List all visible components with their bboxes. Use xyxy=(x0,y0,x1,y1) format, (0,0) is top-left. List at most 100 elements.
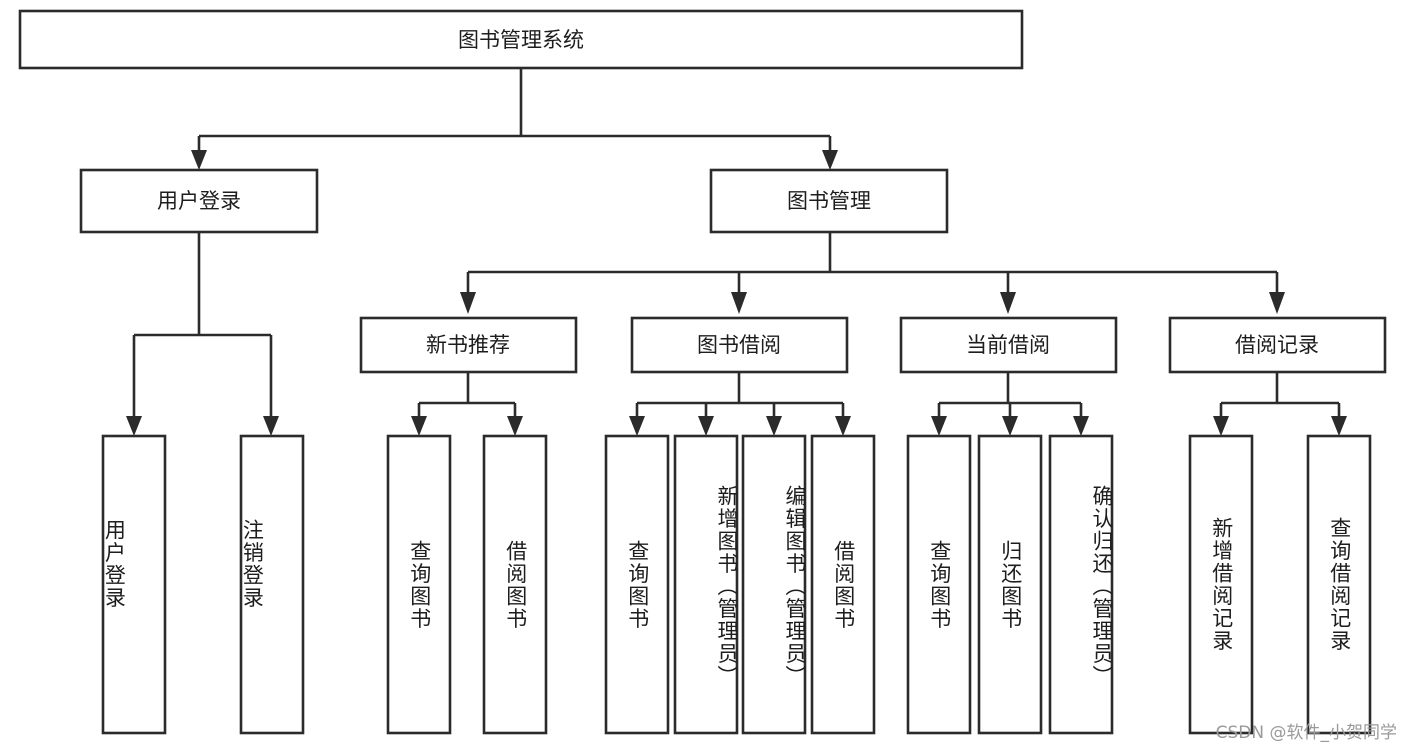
leaf-new-book-1-textwrap: 查询图书 xyxy=(407,539,432,630)
leaf-current-borrow-1-textwrap: 查询图书 xyxy=(927,539,952,630)
leaf-book-borrow-4[interactable]: 借阅图书 xyxy=(810,434,876,735)
leaf-book-borrow-4-label: 借阅图书 xyxy=(831,539,856,630)
leaf-current-borrow-3[interactable]: 确认归还（管理员） xyxy=(1048,434,1114,735)
connector-group-book-borrow xyxy=(629,372,851,436)
leaf-current-borrow-3-box[interactable] xyxy=(1048,434,1114,735)
leaf-book-borrow-1-label: 查询图书 xyxy=(625,539,650,630)
leaf-book-borrow-3[interactable]: 编辑图书（管理员） xyxy=(741,434,807,735)
leaf-new-book-2-box[interactable] xyxy=(482,434,548,735)
leaf-borrow-records-1-box[interactable] xyxy=(1188,434,1254,735)
leaf-borrow-records-2-box[interactable] xyxy=(1306,434,1372,735)
node-new-book-recommend-box[interactable] xyxy=(359,316,578,374)
leaf-current-borrow-3-textwrap: 确认归还（管理员） xyxy=(1090,485,1112,688)
node-borrow-records[interactable]: 借阅记录 xyxy=(1168,316,1387,374)
arrowhead-icon xyxy=(766,416,782,436)
node-book-borrow[interactable]: 图书借阅 xyxy=(630,316,849,374)
arrowhead-icon xyxy=(698,416,714,436)
leaf-book-borrow-4-box[interactable] xyxy=(810,434,876,735)
node-current-borrow-box[interactable] xyxy=(899,316,1118,374)
leaf-user-login-1-box[interactable] xyxy=(101,434,167,735)
leaf-user-login-1-textwrap: 用户登录 xyxy=(103,518,127,609)
leaf-borrow-records-2[interactable]: 查询借阅记录 xyxy=(1306,434,1372,735)
node-new-book-recommend-label: 新书推荐 xyxy=(426,333,510,357)
connector-group-root xyxy=(191,68,838,170)
node-root[interactable]: 图书管理系统 xyxy=(18,9,1024,70)
node-borrow-records-label: 借阅记录 xyxy=(1235,333,1319,357)
leaf-user-login-2-label: 注销登录 xyxy=(241,518,265,609)
node-new-book-recommend[interactable]: 新书推荐 xyxy=(359,316,578,374)
leaf-borrow-records-1-label: 新增借阅记录 xyxy=(1209,517,1234,652)
leaf-new-book-2[interactable]: 借阅图书 xyxy=(482,434,548,735)
node-book-borrow-box[interactable] xyxy=(630,316,849,374)
leaf-new-book-1-box[interactable] xyxy=(386,434,452,735)
leaf-book-borrow-3-textwrap: 编辑图书（管理员） xyxy=(783,485,805,688)
leaf-new-book-1[interactable]: 查询图书 xyxy=(386,434,452,735)
leaf-book-borrow-1-textwrap: 查询图书 xyxy=(625,539,650,630)
node-user-login-label: 用户登录 xyxy=(157,189,241,213)
leaf-user-login-1[interactable]: 用户登录 xyxy=(101,434,167,735)
arrowhead-icon xyxy=(411,416,427,436)
arrowhead-icon xyxy=(1331,416,1347,436)
leaf-user-login-2-box[interactable] xyxy=(239,434,305,735)
arrowhead-icon xyxy=(1000,292,1016,314)
leaf-book-borrow-3-label: 编辑图书（管理员） xyxy=(783,485,805,688)
leaf-borrow-records-1-textwrap: 新增借阅记录 xyxy=(1209,517,1234,652)
leaf-borrow-records-2-textwrap: 查询借阅记录 xyxy=(1327,517,1352,652)
leaf-book-borrow-2-box[interactable] xyxy=(673,434,739,735)
arrowhead-icon xyxy=(507,416,523,436)
arrowhead-icon xyxy=(126,416,142,436)
leaf-user-login-1-label: 用户登录 xyxy=(103,518,127,609)
node-current-borrow-label: 当前借阅 xyxy=(966,333,1050,357)
node-current-borrow[interactable]: 当前借阅 xyxy=(899,316,1118,374)
arrowhead-icon xyxy=(460,292,476,314)
arrowhead-icon xyxy=(1213,416,1229,436)
leaf-current-borrow-1[interactable]: 查询图书 xyxy=(906,434,972,735)
leaf-current-borrow-1-box[interactable] xyxy=(906,434,972,735)
leaf-book-borrow-1-box[interactable] xyxy=(604,434,670,735)
arrowhead-icon xyxy=(1002,416,1018,436)
connector-group-borrow-records xyxy=(1213,372,1347,436)
leaf-book-borrow-4-textwrap: 借阅图书 xyxy=(831,539,856,630)
leaf-book-borrow-2-label: 新增图书（管理员） xyxy=(715,485,737,688)
leaf-new-book-2-label: 借阅图书 xyxy=(503,539,528,630)
arrowhead-icon xyxy=(835,416,851,436)
node-borrow-records-box[interactable] xyxy=(1168,316,1387,374)
leaf-book-borrow-2[interactable]: 新增图书（管理员） xyxy=(673,434,739,735)
connector-group-current-borrow xyxy=(931,372,1089,436)
leaf-borrow-records-1[interactable]: 新增借阅记录 xyxy=(1188,434,1254,735)
arrowhead-icon xyxy=(822,150,838,170)
leaf-user-login-2[interactable]: 注销登录 xyxy=(239,434,305,735)
node-book-manage-label: 图书管理 xyxy=(787,189,871,213)
leaf-current-borrow-3-label: 确认归还（管理员） xyxy=(1090,485,1112,688)
node-user-login[interactable]: 用户登录 xyxy=(79,168,319,234)
arrowhead-icon xyxy=(1073,416,1089,436)
leaf-new-book-1-label: 查询图书 xyxy=(407,539,432,630)
leaf-new-book-2-textwrap: 借阅图书 xyxy=(503,539,528,630)
arrowhead-icon xyxy=(191,150,207,170)
leaf-current-borrow-2-label: 归还图书 xyxy=(998,539,1023,630)
arrowhead-icon xyxy=(629,416,645,436)
connector-group-new-book xyxy=(411,372,523,436)
arrowhead-icon xyxy=(731,292,747,314)
connector-group-book-manage xyxy=(460,232,1285,314)
leaf-current-borrow-2[interactable]: 归还图书 xyxy=(977,434,1043,735)
arrowhead-icon xyxy=(931,416,947,436)
leaf-user-login-2-textwrap: 注销登录 xyxy=(241,518,265,609)
node-root-label: 图书管理系统 xyxy=(458,28,584,52)
arrowhead-icon xyxy=(263,416,279,436)
leaf-current-borrow-2-textwrap: 归还图书 xyxy=(998,539,1023,630)
leaf-book-borrow-3-box[interactable] xyxy=(741,434,807,735)
node-user-login-box[interactable] xyxy=(79,168,319,234)
connector-group-user-login xyxy=(126,232,279,436)
node-book-borrow-label: 图书借阅 xyxy=(697,333,781,357)
leaf-book-borrow-2-textwrap: 新增图书（管理员） xyxy=(715,485,737,688)
leaf-current-borrow-2-box[interactable] xyxy=(977,434,1043,735)
leaf-book-borrow-1[interactable]: 查询图书 xyxy=(604,434,670,735)
node-book-manage[interactable]: 图书管理 xyxy=(709,168,949,234)
node-book-manage-box[interactable] xyxy=(709,168,949,234)
node-root-box[interactable] xyxy=(18,9,1024,70)
leaf-borrow-records-2-label: 查询借阅记录 xyxy=(1327,517,1352,652)
leaf-current-borrow-1-label: 查询图书 xyxy=(927,539,952,630)
